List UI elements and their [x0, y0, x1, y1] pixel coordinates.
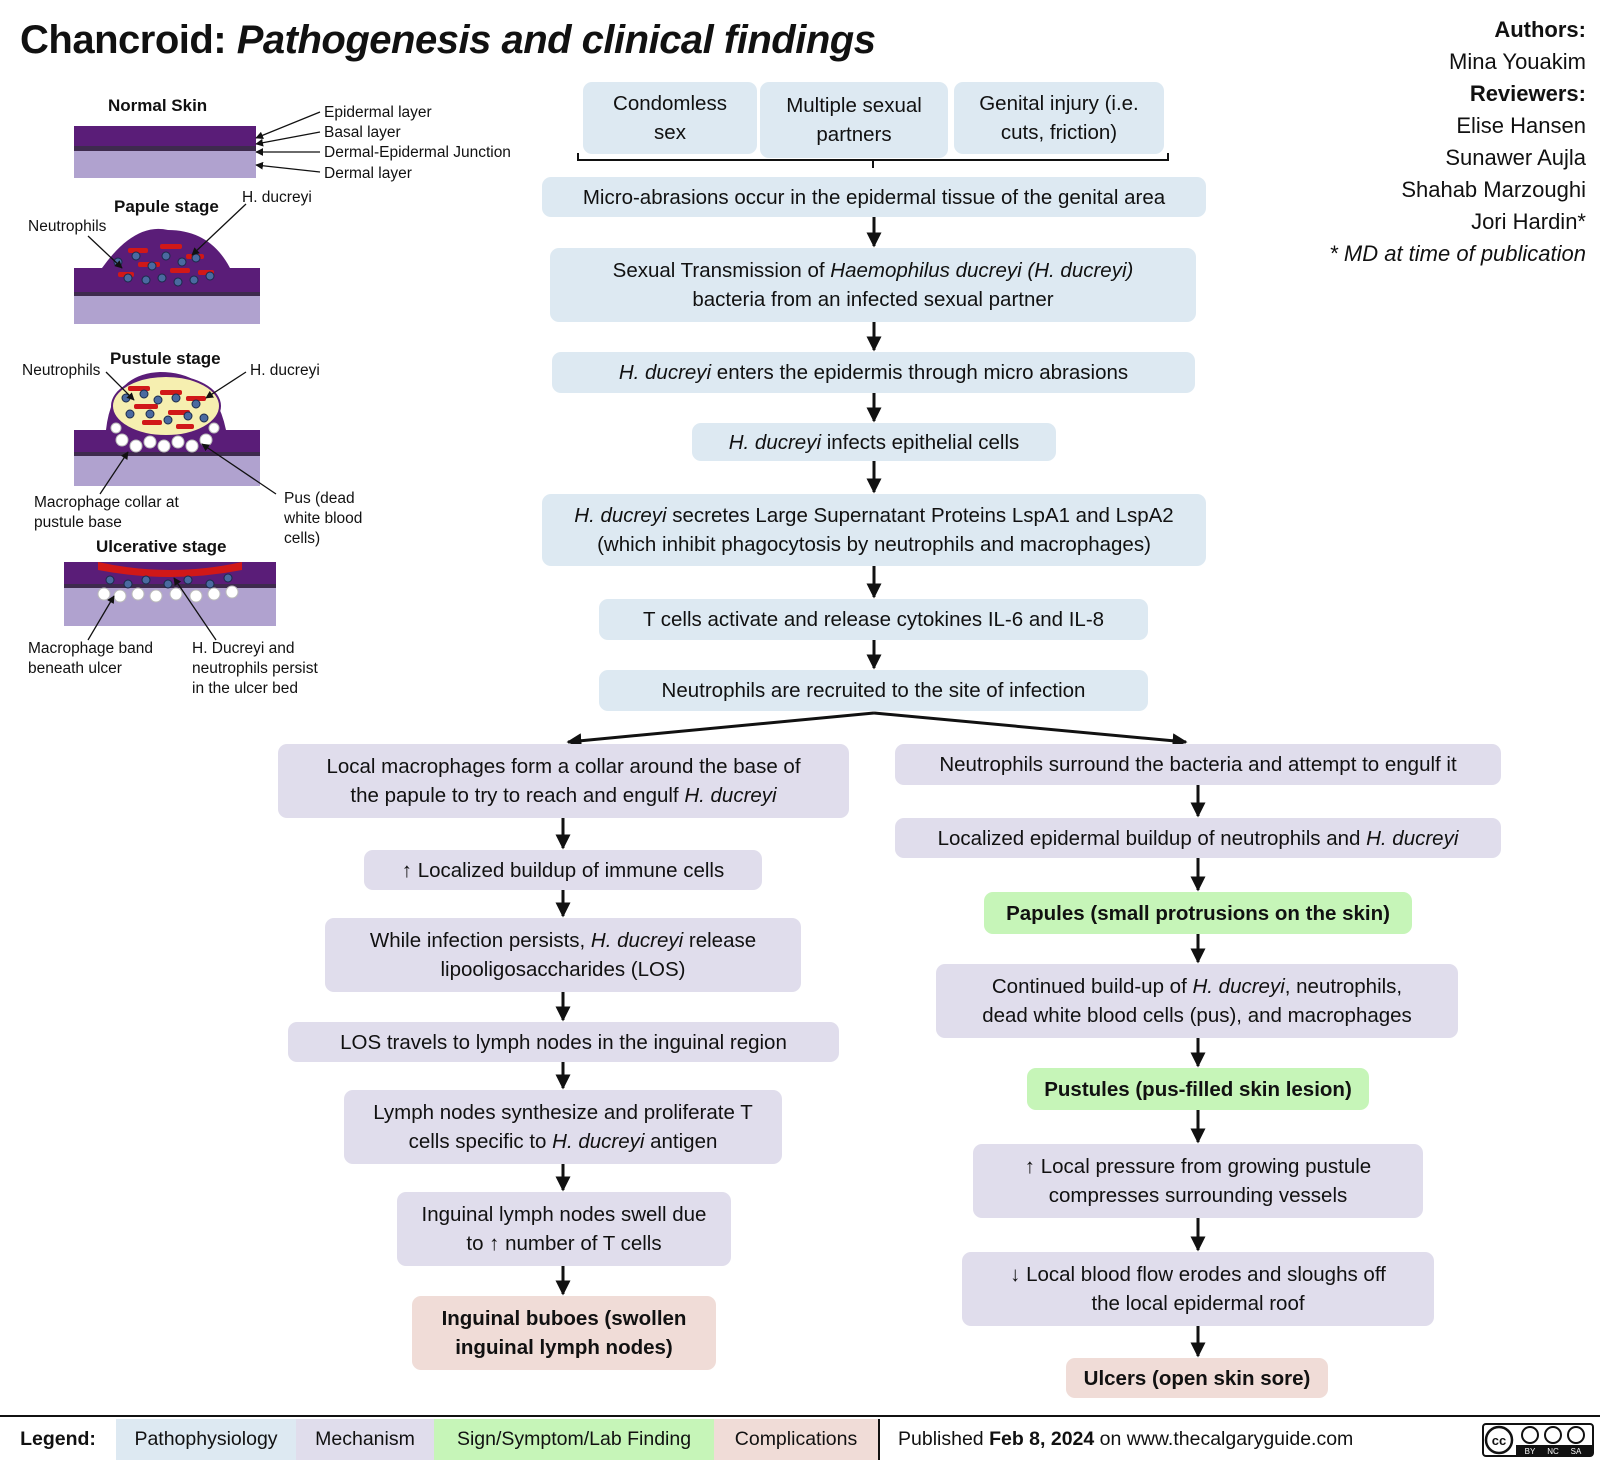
author-name: Mina Youakim	[1449, 49, 1586, 74]
transmission-box: Sexual Transmission of Haemophilus ducre…	[550, 248, 1196, 322]
secretes-proteins-box: H. ducreyi secretes Large Supernatant Pr…	[542, 494, 1206, 566]
legend-pathophysiology: Pathophysiology	[116, 1419, 296, 1460]
blood-flow-box: ↓ Local blood flow erodes and sloughs of…	[962, 1252, 1434, 1326]
reviewer-name: Shahab Marzoughi	[1401, 177, 1586, 202]
micro-abrasions-box: Micro-abrasions occur in the epidermal t…	[542, 177, 1206, 217]
legend-bar: Legend: Pathophysiology Mechanism Sign/S…	[0, 1415, 1600, 1460]
flow-arrow	[873, 711, 1188, 749]
published-line: Published Feb 8, 2024 on www.thecalgaryg…	[898, 1428, 1354, 1450]
basal-layer-label: Basal layer	[324, 124, 401, 141]
risk-genital-injury: Genital injury (i.e. cuts, friction)	[954, 82, 1164, 154]
papules-box: Papules (small protrusions on the skin)	[984, 892, 1412, 934]
papule-stage-label: Papule stage	[114, 197, 219, 216]
creative-commons-badge: cc BY NC SA	[1482, 1423, 1594, 1457]
inguinal-buboes-box: Inguinal buboes (swollen inguinal lymph …	[412, 1296, 716, 1370]
authors-label: Authors:	[1494, 17, 1586, 42]
by-text: BY	[1525, 1447, 1536, 1456]
los-travels-box: LOS travels to lymph nodes in the inguin…	[288, 1022, 839, 1062]
epidermal-buildup-box: Localized epidermal buildup of neutrophi…	[895, 818, 1501, 858]
papule-neutrophils-label: Neutrophils	[28, 218, 107, 235]
by-icon	[1521, 1426, 1539, 1444]
ulcerative-stage-label: Ulcerative stage	[96, 537, 227, 556]
reviewers-label: Reviewers:	[1469, 81, 1586, 106]
title-sub: Pathogenesis and clinical findings	[236, 18, 876, 62]
ulcerative-illustration	[64, 562, 276, 626]
epidermal-layer-label: Epidermal layer	[324, 104, 432, 121]
pustule-hducreyi-label: H. ducreyi	[250, 362, 320, 379]
lymph-swell-box: Inguinal lymph nodes swell due to ↑ numb…	[397, 1192, 731, 1266]
neutrophils-surround-box: Neutrophils surround the bacteria and at…	[895, 744, 1501, 785]
continued-buildup-box: Continued build-up of H. ducreyi, neutro…	[936, 964, 1458, 1038]
cc-icon	[1484, 1425, 1514, 1455]
normal-skin-illustration	[74, 126, 256, 178]
reviewer-name: Elise Hansen	[1456, 113, 1586, 138]
los-release-box: While infection persists, H. ducreyi rel…	[325, 918, 801, 992]
risk-condomless-sex: Condomless sex	[583, 82, 757, 154]
ulcers-box: Ulcers (open skin sore)	[1066, 1358, 1328, 1398]
risk-multiple-partners: Multiple sexual partners	[760, 82, 948, 158]
pus-label: Pus (dead white blood cells)	[284, 490, 363, 547]
macrophage-band-label: Macrophage band beneath ulcer	[28, 640, 153, 677]
enters-epidermis-box: H. ducreyi enters the epidermis through …	[552, 352, 1195, 393]
page-title: Chancroid: Pathogenesis and clinical fin…	[20, 18, 876, 63]
pustule-illustration	[74, 372, 260, 486]
papule-illustration	[74, 228, 260, 324]
nc-text: NC	[1547, 1447, 1559, 1456]
macrophage-collar-label: Macrophage collar at pustule base	[34, 494, 179, 531]
reviewer-name: Jori Hardin*	[1471, 209, 1586, 234]
ulcer-bed-label: H. Ducreyi and neutrophils persist in th…	[192, 640, 318, 697]
pustule-neutrophils-label: Neutrophils	[22, 362, 101, 379]
lymph-synthesize-box: Lymph nodes synthesize and proliferate T…	[344, 1090, 782, 1164]
papule-hducreyi-label: H. ducreyi	[242, 189, 312, 206]
dermal-layer-label: Dermal layer	[324, 165, 412, 182]
risk-bracket	[577, 153, 1169, 168]
legend-sign: Sign/Symptom/Lab Finding	[434, 1419, 714, 1460]
cc-text: cc	[1492, 1433, 1506, 1448]
title-main: Chancroid:	[20, 18, 227, 62]
legend-mechanism: Mechanism	[296, 1419, 434, 1460]
sa-text: SA	[1571, 1447, 1582, 1456]
legend-label: Legend:	[20, 1428, 96, 1450]
infects-cells-box: H. ducreyi infects epithelial cells	[692, 423, 1056, 461]
pustules-box: Pustules (pus-filled skin lesion)	[1027, 1068, 1369, 1110]
sa-icon	[1567, 1426, 1585, 1444]
credits: Authors: Mina Youakim Reviewers: Elise H…	[1329, 14, 1586, 270]
immune-buildup-box: ↑ Localized buildup of immune cells	[364, 850, 762, 890]
legend-divider	[878, 1419, 880, 1460]
flow-arrow	[566, 711, 875, 749]
nc-icon	[1544, 1426, 1562, 1444]
skin-stage-illustrations	[64, 111, 321, 641]
junction-label: Dermal-Epidermal Junction	[324, 144, 511, 161]
tcells-box: T cells activate and release cytokines I…	[599, 599, 1148, 640]
local-pressure-box: ↑ Local pressure from growing pustule co…	[973, 1144, 1423, 1218]
credits-note: * MD at time of publication	[1329, 241, 1586, 266]
pustule-stage-label: Pustule stage	[110, 349, 221, 368]
legend-complications: Complications	[714, 1419, 878, 1460]
neutrophils-recruited-box: Neutrophils are recruited to the site of…	[599, 670, 1148, 711]
reviewer-name: Sunawer Aujla	[1445, 145, 1586, 170]
macrophage-collar-box: Local macrophages form a collar around t…	[278, 744, 849, 818]
normal-skin-label: Normal Skin	[108, 96, 208, 115]
